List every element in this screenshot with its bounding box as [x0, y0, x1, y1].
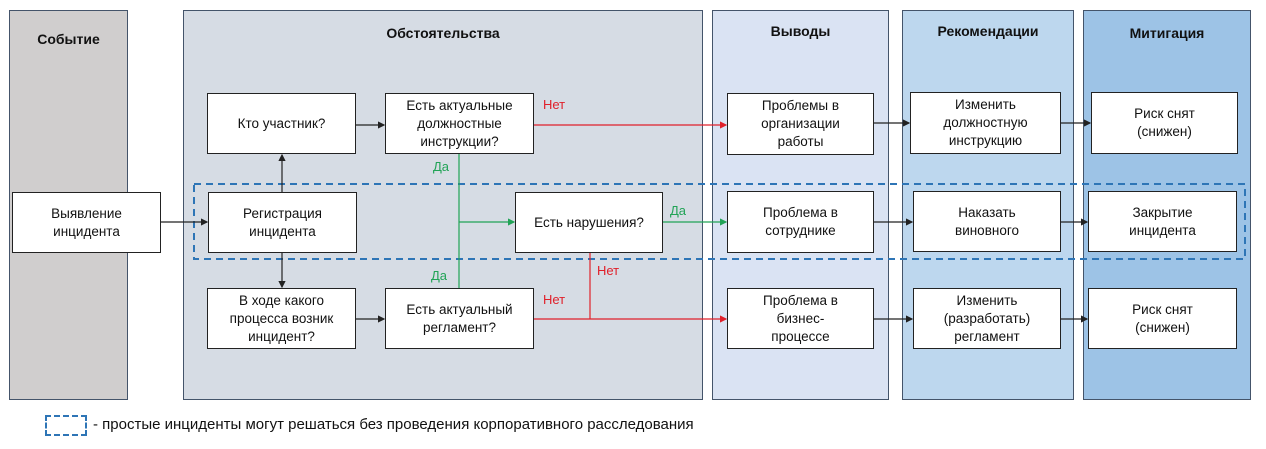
column-title: Событие	[37, 31, 100, 47]
box-job-instructions-question: Есть актуальные должностные инструкции?	[385, 93, 534, 154]
box-change-instruction: Изменить должностную инструкцию	[910, 92, 1061, 154]
box-org-problem: Проблемы в организации работы	[727, 93, 874, 155]
legend-text: - простые инциденты могут решаться без п…	[93, 416, 694, 433]
box-detect-incident: Выявление инцидента	[12, 192, 161, 253]
column-title: Рекомендации	[937, 23, 1039, 39]
box-risk-removed-1: Риск снят (снижен)	[1091, 92, 1238, 154]
box-close-incident: Закрытие инцидента	[1088, 191, 1237, 252]
column-title: Выводы	[770, 23, 831, 39]
box-process-problem: Проблема в бизнес- процессе	[727, 288, 874, 349]
label-yes: Да	[670, 203, 687, 218]
label-no: Нет	[543, 292, 566, 307]
box-employee-problem: Проблема в сотруднике	[727, 191, 874, 253]
box-register-incident: Регистрация инцидента	[208, 192, 357, 253]
label-no: Нет	[543, 97, 566, 112]
box-change-regulation: Изменить (разработать) регламент	[913, 288, 1061, 349]
box-punish-guilty: Наказать виновного	[913, 191, 1061, 252]
label-yes: Да	[431, 268, 448, 283]
column-title: Обстоятельства	[386, 25, 500, 41]
box-risk-removed-2: Риск снят (снижен)	[1088, 288, 1237, 349]
column-title: Митигация	[1129, 25, 1205, 41]
box-violations-question: Есть нарушения?	[515, 192, 663, 253]
label-no: Нет	[597, 263, 620, 278]
legend-dashed-swatch	[45, 415, 87, 436]
label-yes: Да	[433, 159, 450, 174]
box-process-question: В ходе какого процесса возник инцидент?	[207, 288, 356, 349]
box-who-participant: Кто участник?	[207, 93, 356, 154]
box-regulation-question: Есть актуальный регламент?	[385, 288, 534, 349]
